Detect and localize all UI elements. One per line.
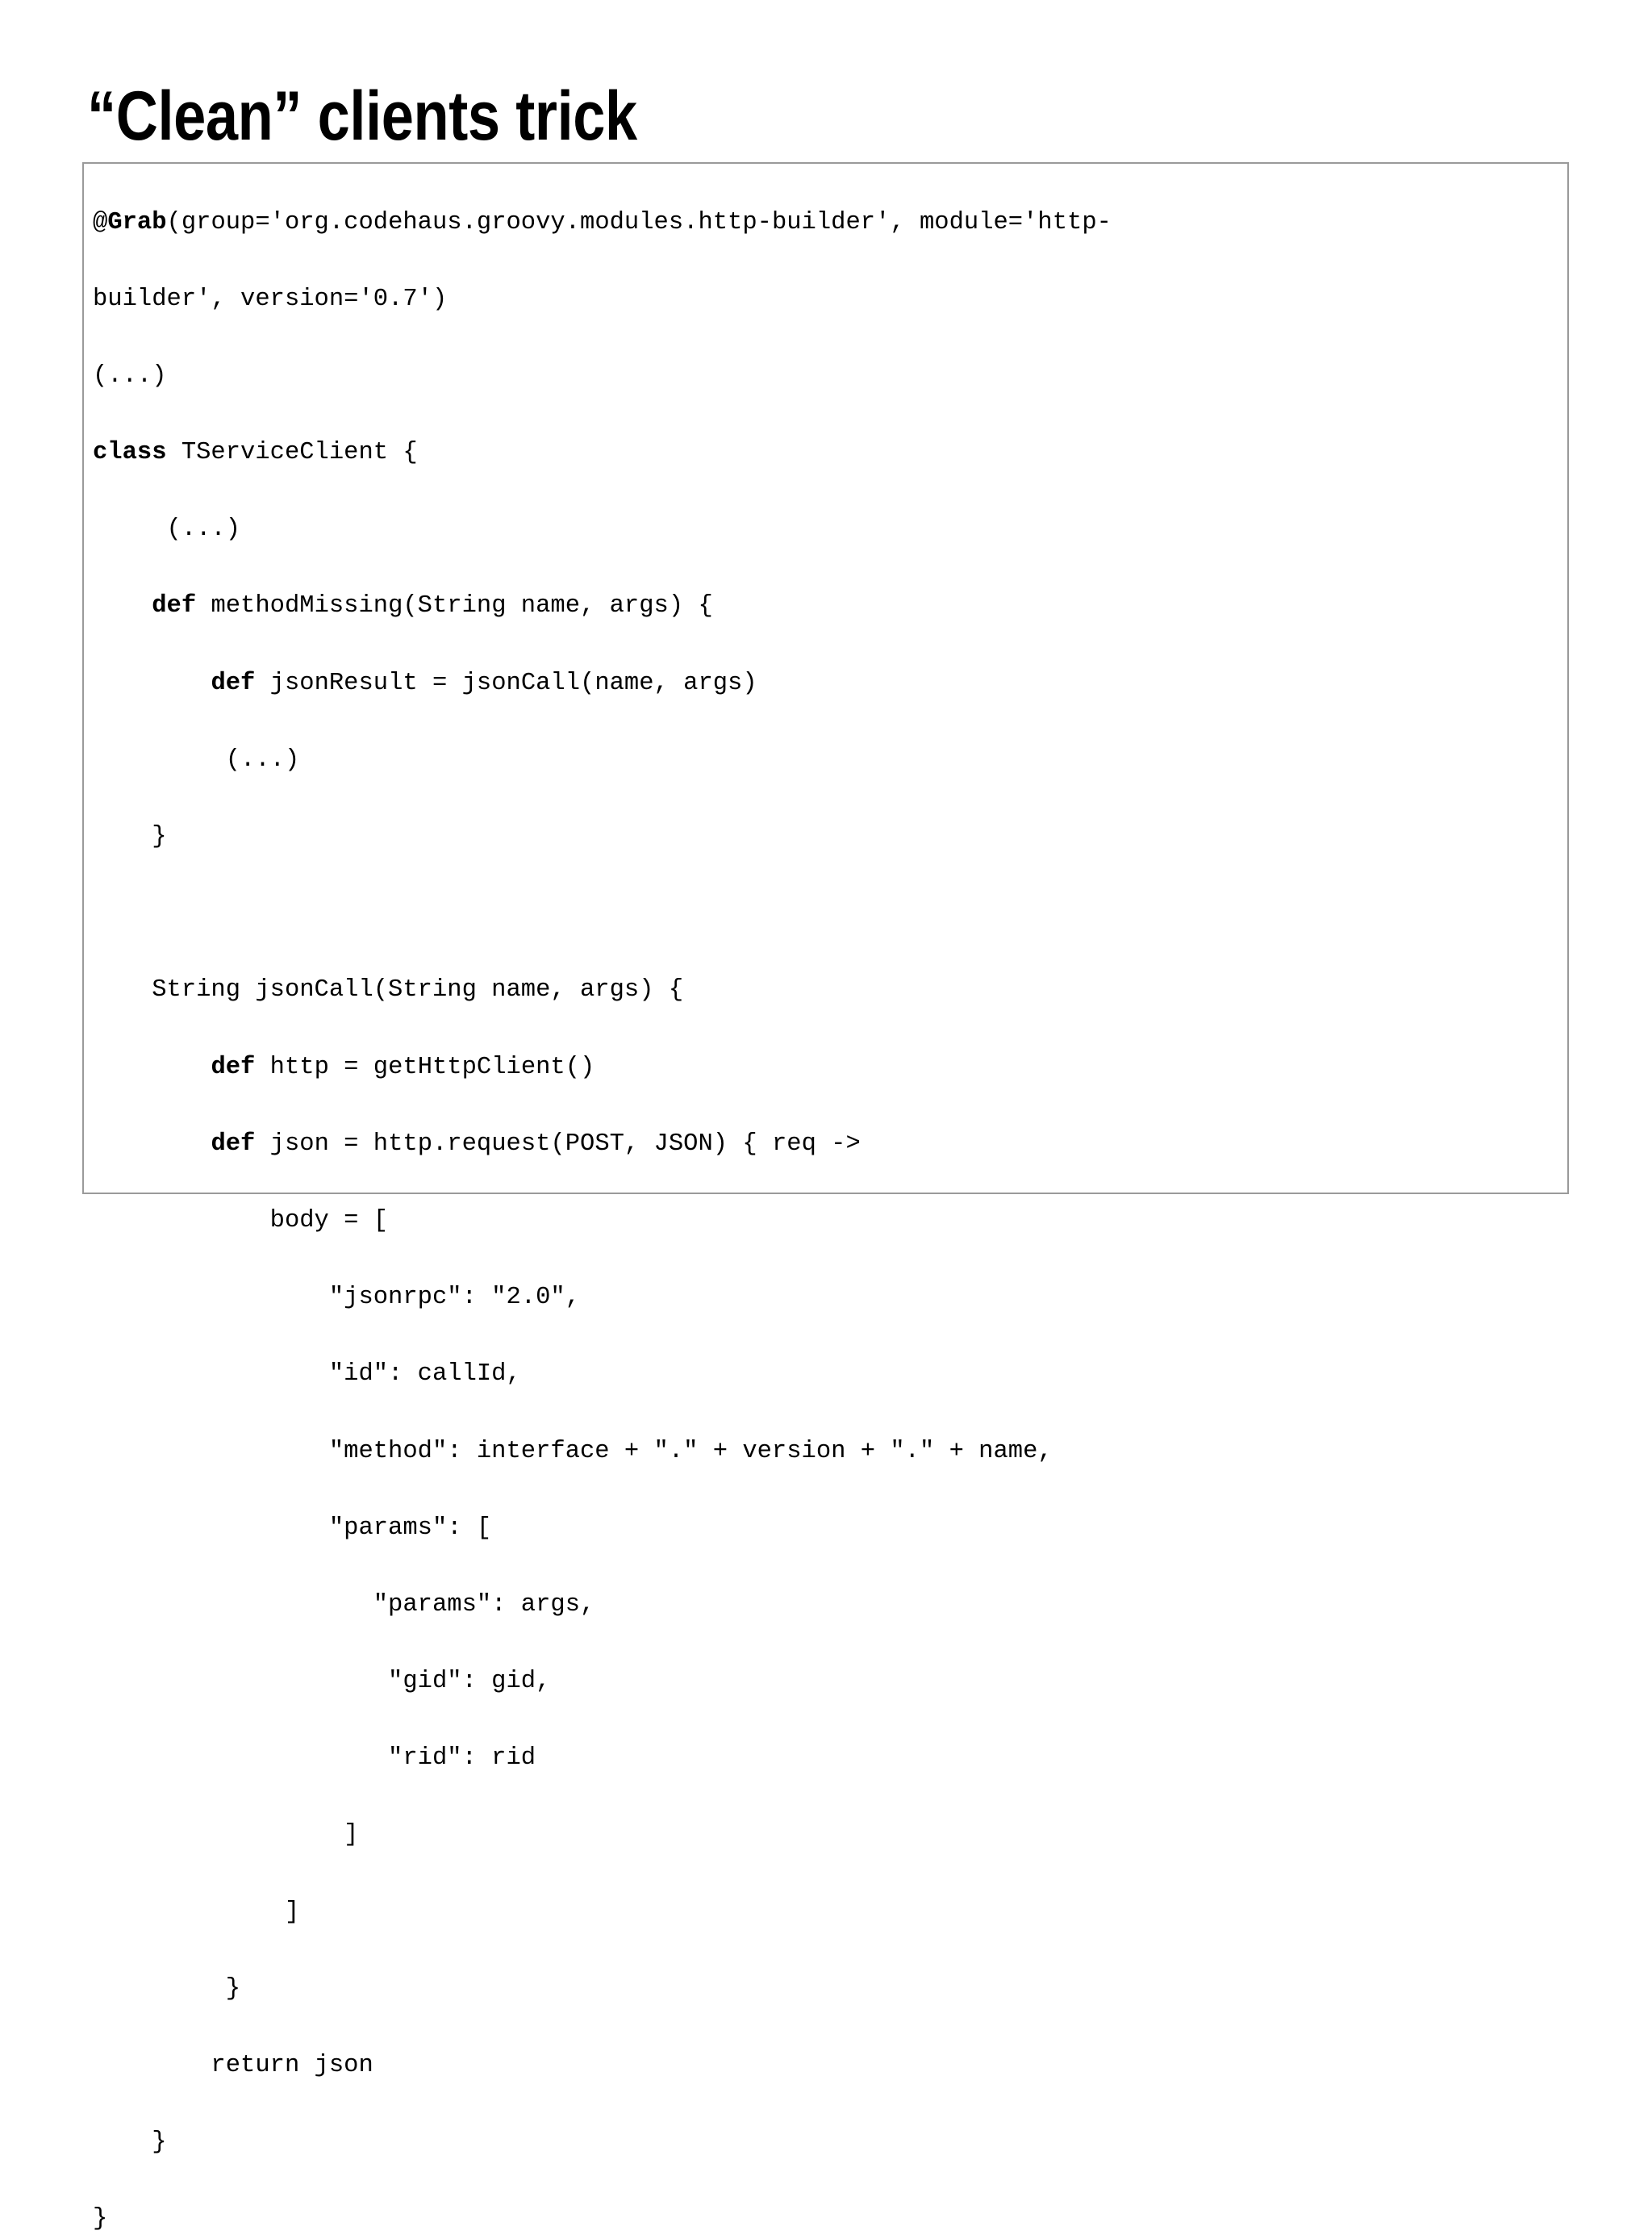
code-line: return json xyxy=(93,2047,1625,2086)
code-text: http = getHttpClient() xyxy=(255,1053,595,1081)
code-line: (...) xyxy=(93,357,1625,396)
code-keyword: def xyxy=(211,1130,256,1158)
code-text: "params": [ xyxy=(93,1514,492,1542)
code-text: return json xyxy=(93,2052,373,2079)
code-text: } xyxy=(93,1974,241,2003)
code-line: ] xyxy=(93,1894,1625,1932)
code-line: } xyxy=(93,818,1625,857)
code-line: def methodMissing(String name, args) { xyxy=(93,587,1625,626)
code-text xyxy=(93,1130,211,1158)
code-line: } xyxy=(93,2200,1625,2239)
code-line: } xyxy=(93,1970,1625,2009)
code-text: (...) xyxy=(93,361,167,390)
code-text: "jsonrpc": "2.0", xyxy=(93,1284,580,1312)
code-text: methodMissing(String name, args) { xyxy=(196,592,713,620)
code-text: "params": args, xyxy=(93,1590,595,1619)
code-line xyxy=(93,895,1625,934)
code-text: } xyxy=(93,2128,167,2157)
code-block-frame xyxy=(82,162,1569,1194)
code-text: body = [ xyxy=(93,1206,389,1234)
code-line: (...) xyxy=(93,741,1625,780)
slide: “Clean” clients trick @Grab(group='org.c… xyxy=(82,77,1569,2233)
code-line: (...) xyxy=(93,511,1625,549)
code-line: "jsonrpc": "2.0", xyxy=(93,1279,1625,1318)
code-line: builder', version='0.7') xyxy=(93,281,1625,320)
code-text xyxy=(93,592,152,620)
code-text: ] xyxy=(93,1898,300,1926)
code-keyword: def xyxy=(211,669,256,697)
code-line: "method": interface + "." + version + ".… xyxy=(93,1433,1625,1472)
code-text: json = http.request(POST, JSON) { req -> xyxy=(255,1130,861,1158)
code-text: "method": interface + "." + version + ".… xyxy=(93,1437,1053,1465)
code-line: "params": args, xyxy=(93,1586,1625,1625)
code-text: builder', version='0.7') xyxy=(93,285,448,313)
code-text: @ xyxy=(93,208,108,236)
code-text: jsonResult = jsonCall(name, args) xyxy=(255,669,757,697)
code-text xyxy=(93,670,211,697)
code-line: def jsonResult = jsonCall(name, args) xyxy=(93,665,1625,704)
code-line: "gid": gid, xyxy=(93,1663,1625,1702)
code-line: "id": callId, xyxy=(93,1356,1625,1394)
code-keyword: class xyxy=(93,439,167,467)
code-line: String jsonCall(String name, args) { xyxy=(93,971,1625,1010)
code-text: (...) xyxy=(93,516,241,544)
code-text: } xyxy=(93,823,167,850)
code-text: "rid": rid xyxy=(93,1744,536,1773)
code-line: "params": [ xyxy=(93,1510,1625,1548)
code-text xyxy=(93,1054,211,1081)
code-text: "id": callId, xyxy=(93,1360,521,1389)
code-line: def json = http.request(POST, JSON) { re… xyxy=(93,1126,1625,1164)
code-line: "rid": rid xyxy=(93,1740,1625,1778)
page-title: “Clean” clients trick xyxy=(87,77,637,155)
code-text: } xyxy=(93,2205,108,2233)
code-keyword: def xyxy=(211,1053,256,1081)
code-keyword: def xyxy=(152,592,197,620)
code-text: "gid": gid, xyxy=(93,1668,551,1696)
code-text: String jsonCall(String name, args) { xyxy=(93,976,684,1005)
code-listing: @Grab(group='org.codehaus.groovy.modules… xyxy=(93,204,1625,2239)
code-line: ] xyxy=(93,1816,1625,1855)
code-line: class TServiceClient { xyxy=(93,434,1625,473)
code-line: def http = getHttpClient() xyxy=(93,1049,1625,1088)
code-line: @Grab(group='org.codehaus.groovy.modules… xyxy=(93,204,1625,243)
code-text: (...) xyxy=(93,746,300,774)
code-line: body = [ xyxy=(93,1202,1625,1241)
code-text: ] xyxy=(93,1821,359,1849)
code-line: } xyxy=(93,2124,1625,2162)
code-text: TServiceClient { xyxy=(166,439,418,467)
code-keyword: Grab xyxy=(107,208,167,236)
code-text: (group='org.codehaus.groovy.modules.http… xyxy=(166,208,1112,236)
